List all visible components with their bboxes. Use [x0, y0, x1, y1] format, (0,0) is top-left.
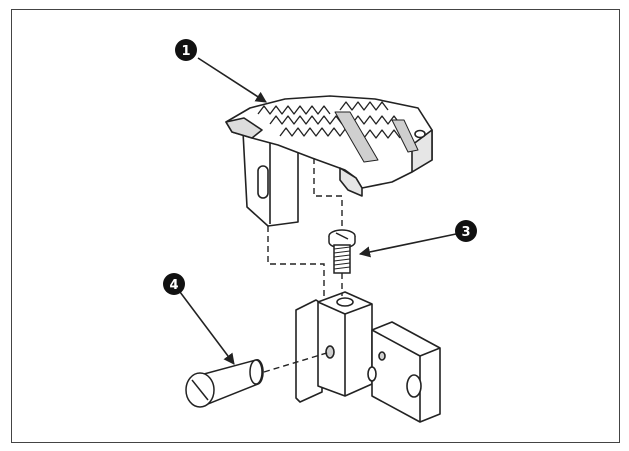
callout-4-label: 4: [169, 278, 178, 293]
callout-3-label: 3: [461, 225, 470, 240]
feed-bracket-part: [295, 291, 441, 423]
callout-4: 4: [163, 273, 185, 295]
alignment-lines: [263, 158, 343, 373]
screw-part: [328, 229, 356, 274]
feed-dog-part: [225, 95, 433, 227]
callout-1: 1: [175, 39, 197, 61]
leader-lines: [179, 57, 457, 365]
pin-part: [185, 359, 264, 408]
callout-3: 3: [455, 220, 477, 242]
callout-1-label: 1: [181, 44, 190, 59]
